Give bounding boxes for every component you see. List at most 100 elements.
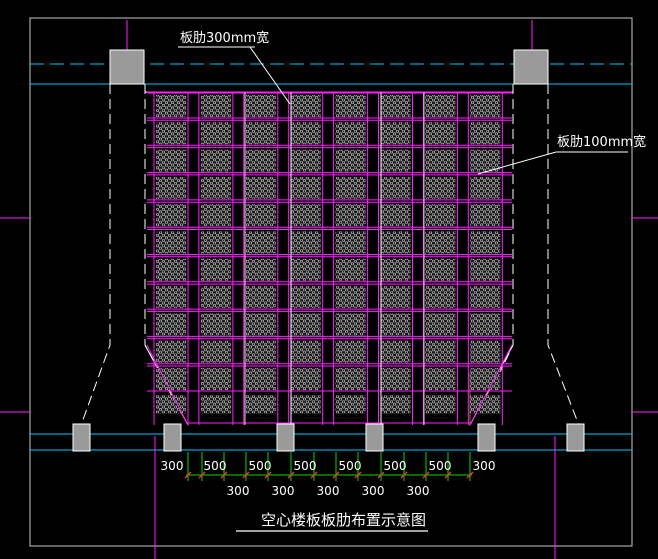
hollow-core-cell xyxy=(335,340,366,363)
hollow-core-cell xyxy=(245,122,276,145)
hollow-core-cell xyxy=(425,149,456,172)
dimension-label: 500 xyxy=(339,459,362,473)
dimension-label: 300 xyxy=(272,484,295,498)
hollow-core-cell xyxy=(290,340,321,363)
hollow-core-cell xyxy=(290,231,321,254)
hollow-core-cell xyxy=(245,95,276,117)
slab-edge-right xyxy=(469,344,513,426)
hollow-core-cell xyxy=(290,95,321,117)
hollow-core-cell xyxy=(470,149,501,172)
drawing-border xyxy=(29,17,633,547)
dimension-tick xyxy=(400,471,408,479)
hollow-core-cell xyxy=(335,258,366,281)
hollow-core-cell xyxy=(290,313,321,336)
hollow-core-cell xyxy=(470,176,501,199)
hollow-core-cell xyxy=(335,313,366,336)
column-bottom xyxy=(276,423,295,452)
hollow-core-cell xyxy=(335,368,366,390)
hollow-core-cell xyxy=(335,149,366,172)
hollow-core-cell xyxy=(245,368,276,390)
hollow-core-cell xyxy=(425,395,456,414)
dimension-label: 300 xyxy=(407,484,430,498)
hollow-core-cell xyxy=(156,340,186,363)
hollow-core-cell xyxy=(335,122,366,145)
hollow-core-cell xyxy=(245,231,276,254)
hollow-core-cell xyxy=(425,368,456,390)
hollow-core-cell xyxy=(470,204,501,227)
hollow-core-cell xyxy=(156,122,186,145)
hollow-core-cell xyxy=(245,204,276,227)
hollow-core-cell xyxy=(156,258,186,281)
hollow-core-cell xyxy=(245,286,276,309)
hollow-core-cell xyxy=(380,95,411,117)
hollow-core-cell xyxy=(335,176,366,199)
column-bottom xyxy=(365,423,384,452)
grid-axis-lines xyxy=(0,20,658,559)
dimension-label: 300 xyxy=(473,459,496,473)
hollow-core-cell xyxy=(470,395,501,414)
hollow-core-cell xyxy=(245,313,276,336)
dimension-tick xyxy=(287,471,295,479)
hollow-core-cell xyxy=(290,286,321,309)
hollow-core-cell xyxy=(200,368,231,390)
hollow-core-cell xyxy=(425,258,456,281)
hollow-core-cell xyxy=(470,95,501,117)
slab-grid xyxy=(146,91,513,427)
hollow-core-cell xyxy=(425,231,456,254)
hollow-core-cell xyxy=(425,286,456,309)
dimension-tick xyxy=(466,471,474,479)
hollow-core-cell xyxy=(470,258,501,281)
hollow-core-cell xyxy=(425,204,456,227)
hollow-core-cell xyxy=(380,176,411,199)
hollow-core-cell xyxy=(425,340,456,363)
hollow-core-cell xyxy=(335,204,366,227)
dimension-tick xyxy=(264,471,272,479)
hollow-core-cell xyxy=(156,176,186,199)
hollow-core-cell xyxy=(200,231,231,254)
hollow-core-cell xyxy=(156,231,186,254)
hollow-core-cell xyxy=(245,340,276,363)
hollow-core-cell xyxy=(425,95,456,117)
hollow-core-cell xyxy=(245,176,276,199)
hollow-core-cell xyxy=(156,286,186,309)
hollow-core-cell xyxy=(290,395,321,414)
dimension-label: 500 xyxy=(249,459,272,473)
hollow-core-cell xyxy=(380,395,411,414)
hollow-core-cell xyxy=(200,286,231,309)
hollow-core-cell xyxy=(290,368,321,390)
column-bottom xyxy=(566,423,585,452)
columns xyxy=(72,49,585,452)
hollow-core-cell xyxy=(425,176,456,199)
hollow-core-cell xyxy=(200,122,231,145)
hollow-core-cell xyxy=(200,395,231,414)
hollow-core-cell xyxy=(200,204,231,227)
hollow-core-cell xyxy=(200,340,231,363)
hollow-core-cell xyxy=(470,368,501,390)
hollow-core-cell xyxy=(470,313,501,336)
hollow-core-cell xyxy=(380,204,411,227)
hollow-core-cell xyxy=(425,122,456,145)
dimension-tick xyxy=(422,471,430,479)
dimension-tick xyxy=(377,471,385,479)
hollow-core-cell xyxy=(200,149,231,172)
hollow-core-cell xyxy=(200,95,231,117)
dimension-tick xyxy=(332,471,340,479)
hollow-core-cell xyxy=(156,95,186,117)
hollow-core-cell xyxy=(156,313,186,336)
callout-leaders xyxy=(178,46,628,175)
hollow-core-cell xyxy=(380,231,411,254)
hollow-core-cell xyxy=(470,122,501,145)
hollow-core-cell xyxy=(156,368,186,390)
hollow-core-cell xyxy=(470,231,501,254)
column-top xyxy=(513,49,549,85)
hollow-core-cell xyxy=(380,149,411,172)
dimension-label: 300 xyxy=(362,484,385,498)
dimension-tick xyxy=(184,471,192,479)
hollow-core-cell xyxy=(380,313,411,336)
hollow-core-cell xyxy=(335,286,366,309)
hollow-core-cell xyxy=(380,340,411,363)
hollow-core-cell xyxy=(156,204,186,227)
dimension-tick xyxy=(198,471,206,479)
hollow-core-cell xyxy=(290,204,321,227)
